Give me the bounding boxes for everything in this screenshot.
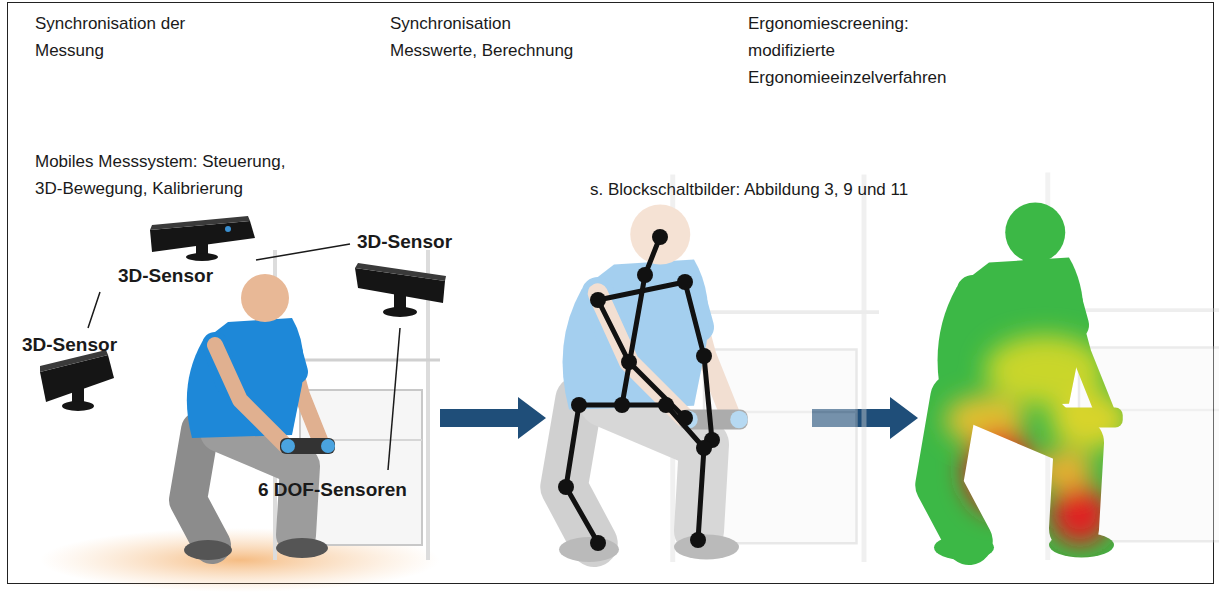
reference-note: s. Blockschaltbilder: Abbildung 3, 9 und… <box>590 176 908 203</box>
sensor-label: 6 DOF-Sensoren <box>258 476 407 503</box>
skeleton-scene <box>558 175 879 563</box>
measurement-scene <box>40 250 440 592</box>
stage-heading: Ergonomiescreening: modifizierte Ergonom… <box>748 10 973 91</box>
sensor-label: 3D-Sensor <box>357 228 452 255</box>
sensor-label: 3D-Sensor <box>22 331 117 358</box>
stage-heading: Synchronisation Messwerte, Berechnung <box>390 10 590 64</box>
sensor-label: 3D-Sensor <box>118 262 213 289</box>
process-arrow <box>440 397 546 439</box>
leader-lines <box>88 244 400 470</box>
heatmap-scene <box>900 173 1219 581</box>
frame-border <box>8 3 1214 584</box>
stage-heading: Synchronisation der Messung <box>35 10 235 64</box>
system-note: Mobiles Messsystem: Steuerung, 3D-Bewegu… <box>35 148 310 202</box>
